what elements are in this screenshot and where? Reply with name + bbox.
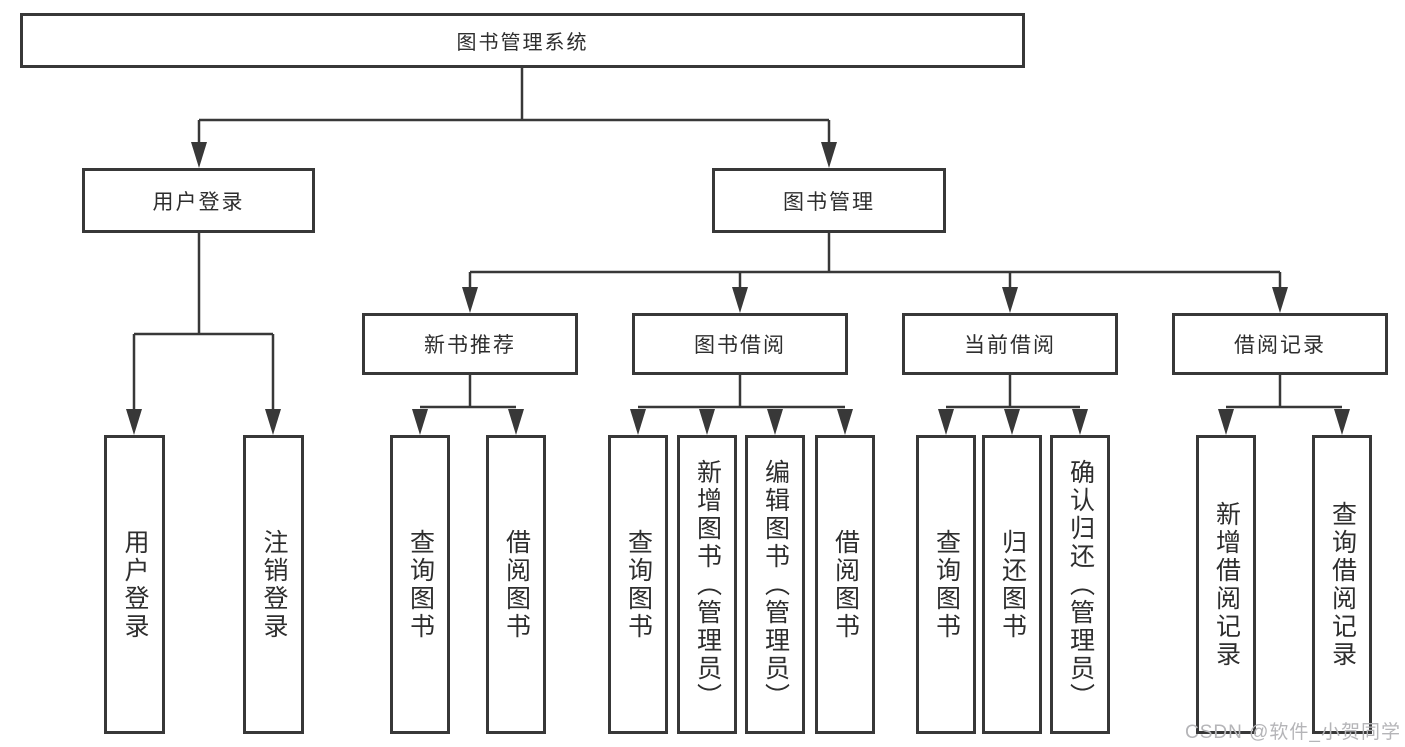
node-book-borrow: 图书借阅 [632,313,848,375]
leaf-add-borrow-record: 新增借阅记录 [1196,435,1256,734]
node-library-management-system: 图书管理系统 [20,13,1025,68]
leaf-query-books-3: 查询图书 [916,435,976,734]
node-new-book-recommend: 新书推荐 [362,313,578,375]
leaf-borrow-books-2: 借阅图书 [815,435,875,734]
node-borrow-records: 借阅记录 [1172,313,1388,375]
leaf-query-books-2: 查询图书 [608,435,668,734]
leaf-confirm-return-admin: 确认归还（管理员） [1050,435,1110,734]
csdn-watermark: CSDN @软件_小贺同学 [1185,722,1401,743]
leaf-logout: 注销登录 [243,435,304,734]
leaf-return-books: 归还图书 [982,435,1042,734]
leaf-add-books-admin: 新增图书（管理员） [677,435,737,734]
node-user-login-branch: 用户登录 [82,168,315,233]
leaf-user-login: 用户登录 [104,435,165,734]
node-current-borrow: 当前借阅 [902,313,1118,375]
leaf-edit-books-admin: 编辑图书（管理员） [745,435,805,734]
leaf-query-borrow-record: 查询借阅记录 [1312,435,1372,734]
leaf-borrow-books-1: 借阅图书 [486,435,546,734]
node-book-management-branch: 图书管理 [712,168,946,233]
leaf-query-books-1: 查询图书 [390,435,450,734]
